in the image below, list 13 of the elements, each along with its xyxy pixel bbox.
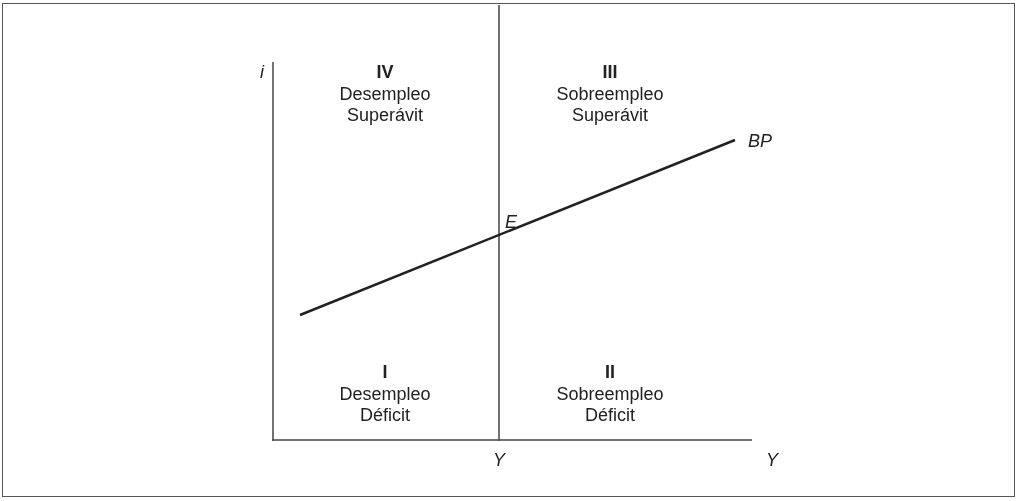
quadrant-description: Desempleo Déficit (338, 384, 432, 426)
quadrant-number: I (381, 362, 389, 383)
axis-label: Y (765, 450, 780, 471)
quadrant-number: IV (375, 62, 395, 83)
axis-label: i (259, 62, 266, 83)
quadrant-number: III (601, 62, 619, 83)
quadrant-number: II (604, 362, 616, 383)
axis-tick-label: Y (492, 450, 507, 471)
quadrant-description: Sobreempleo Superávit (555, 84, 665, 126)
quadrant-description: Sobreempleo Déficit (555, 384, 665, 426)
point-label: E (504, 212, 518, 233)
quadrant-description: Desempleo Superávit (338, 84, 432, 126)
curve-label: BP (747, 131, 773, 152)
